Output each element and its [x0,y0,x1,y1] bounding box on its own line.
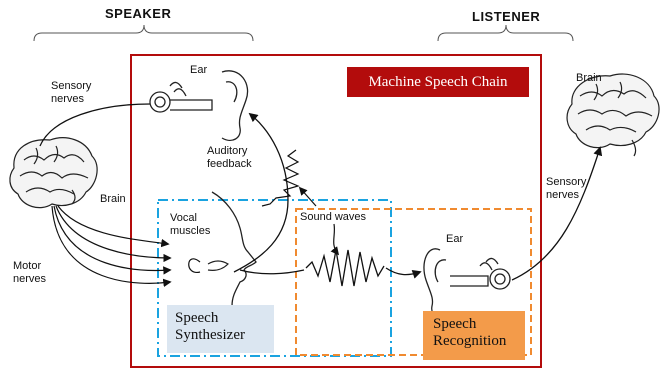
speaker-brain-label: Brain [100,193,126,205]
synth-to-wave-path [239,269,305,275]
speaker-motor-nerve-path-2 [55,205,172,263]
speaker-motor-nerve-path-1 [57,205,170,248]
listener-brace [437,24,574,42]
vocal-tract-loop [188,258,201,273]
synthesizer-frame [157,199,392,357]
speaker-motor-nerve-path-4 [51,205,172,288]
speaker-brain-icon [9,137,98,209]
speaker-motor-nerve-path-3 [53,205,172,275]
speaker-ear-icon [149,70,249,142]
machine-chain-frame [130,54,542,368]
listener-ear-label: Ear [446,233,464,245]
speaker-ear-label: Ear [190,64,208,76]
speaker-header: SPEAKER [105,6,172,21]
sound-label-arrow [330,223,340,256]
listener-header: LISTENER [472,9,541,24]
sound-wave [305,249,385,287]
machine-chain-title: Machine Speech Chain [347,67,529,97]
listener-sensory-nerve-path [511,146,603,281]
sound-to-ear-arrow [385,267,422,279]
speaker-head-profile [211,191,257,307]
auditory-feedback-path [233,112,289,273]
listener-ear-icon [423,248,511,318]
speaker-mouth [207,260,229,271]
speaker-sensory-nerve-path [39,103,151,147]
sound-to-feedback-arrow [298,186,317,207]
feedback-waveform [261,149,300,207]
speaker-brace [33,24,254,42]
listener-brain-icon [566,73,660,157]
recognition-frame [295,208,532,356]
sound-waves-label: Sound waves [300,211,367,223]
listener-brain-label: Brain [576,72,602,84]
